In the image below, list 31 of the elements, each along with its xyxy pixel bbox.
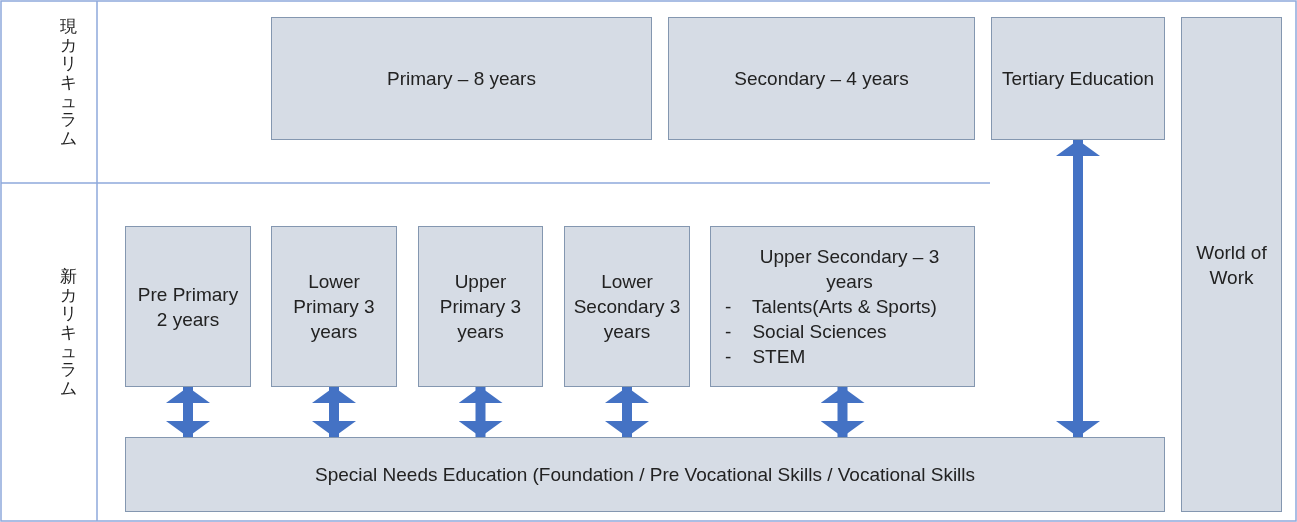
stage-label: Lower Secondary 3 years [573,270,681,344]
stage-box [668,17,975,140]
stream-item: - Talents(Arts & Sports) [725,295,937,319]
stage-label: Special Needs Education (Foundation / Pre Vocational Skills / Vocational Skills [314,463,976,487]
stage-box [125,226,251,387]
stage-box [271,17,652,140]
double-arrow [166,387,210,437]
double-arrow [1056,140,1100,437]
stage-label: Tertiary Education [1001,67,1155,91]
stage-label: World of Work [1195,240,1268,290]
curriculum-band-label: 新カリキュラム [60,268,77,399]
stage-box [125,437,1165,512]
stage-box [710,226,975,387]
stage-label: Primary – 8 years [387,67,536,91]
stage-box [271,226,397,387]
curriculum-band-label: 現カリキュラム [60,18,77,149]
stage-label: Lower Primary 3 years [292,270,376,344]
stage-box [991,17,1165,140]
stage-label: Upper Secondary – 3 years [758,245,941,294]
stream-item: - Social Sciences [725,320,887,344]
double-arrow [820,387,865,437]
stage-label: Pre Primary 2 years [136,282,240,332]
stream-item: - STEM [725,345,806,369]
double-arrow [312,387,356,437]
stage-label: Secondary – 4 years [734,67,909,91]
stage-label: Upper Primary 3 years [438,270,523,344]
double-arrow [458,387,503,437]
double-arrow [605,387,649,437]
stage-box [418,226,543,387]
stage-box [1181,17,1282,512]
stage-box [564,226,690,387]
